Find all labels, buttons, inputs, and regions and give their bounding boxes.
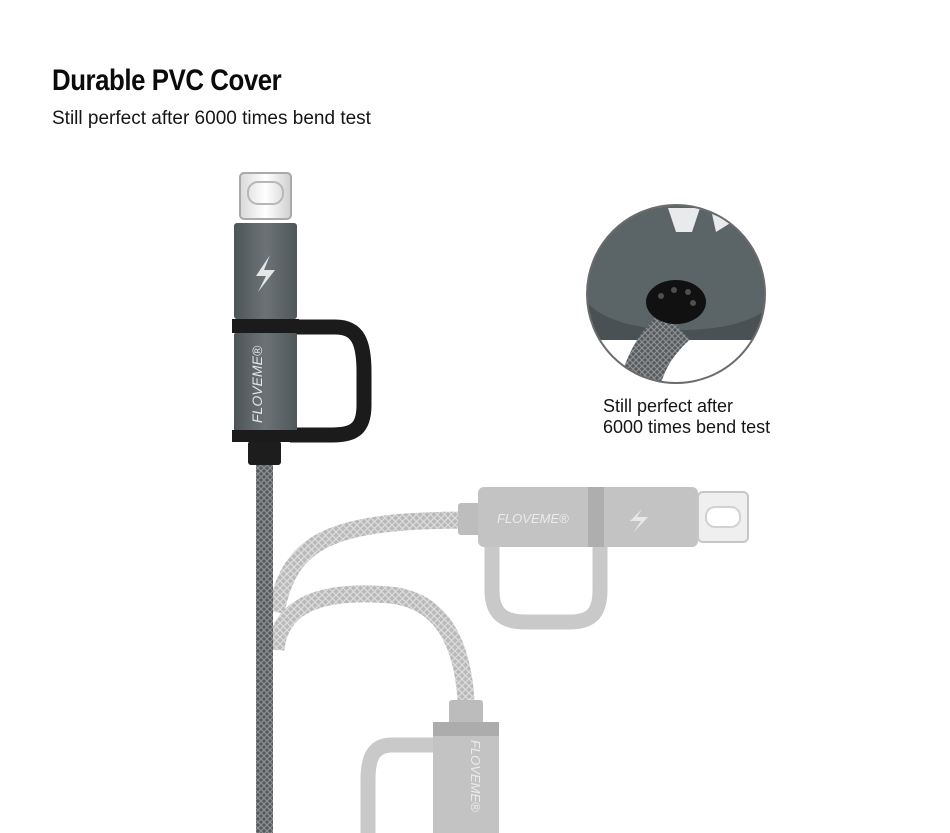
main-adapter: FLOVEME® xyxy=(232,172,372,443)
zoom-detail xyxy=(586,204,766,384)
strain-relief xyxy=(248,441,281,465)
braided-cable xyxy=(256,463,273,833)
faded-cable-loops xyxy=(267,511,475,701)
callout-line-1: Still perfect after xyxy=(603,396,734,416)
lightning-bolt-icon xyxy=(256,255,275,292)
zoom-callout-text: Still perfect after 6000 times bend test xyxy=(603,396,770,438)
faded-horizontal-adapter: FLOVEME® xyxy=(458,487,749,630)
faded-lightning-icon xyxy=(630,509,648,533)
faded-vertical-adapter: FLOVEME® xyxy=(360,700,499,833)
page-subtitle: Still perfect after 6000 times bend test xyxy=(52,108,371,129)
faded-brand-label: FLOVEME® xyxy=(497,511,569,526)
callout-line-2: 6000 times bend test xyxy=(603,417,771,437)
faded-brand-label-vertical: FLOVEME® xyxy=(468,740,483,812)
page-title: Durable PVC Cover xyxy=(52,64,282,97)
brand-label: FLOVEME® xyxy=(249,345,265,423)
